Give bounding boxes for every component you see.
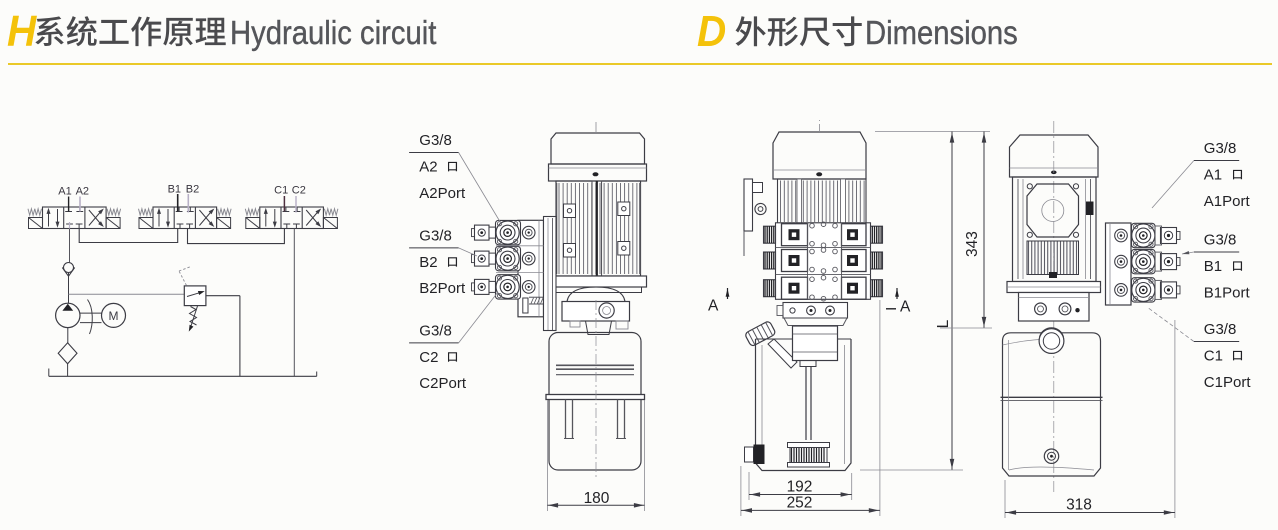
svg-text:B2: B2	[419, 254, 437, 271]
svg-text:C2: C2	[292, 185, 306, 197]
svg-text:192: 192	[787, 479, 813, 496]
svg-text:G3/8: G3/8	[1204, 321, 1237, 338]
svg-text:B2Port: B2Port	[419, 280, 466, 297]
svg-text:C1: C1	[274, 185, 288, 197]
svg-text:A1: A1	[1204, 166, 1222, 183]
svg-text:G3/8: G3/8	[419, 323, 452, 340]
svg-text:318: 318	[1066, 497, 1092, 514]
svg-text:A1: A1	[58, 186, 71, 198]
svg-text:252: 252	[787, 495, 813, 512]
svg-text:C2Port: C2Port	[419, 375, 467, 392]
svg-text:A2Port: A2Port	[419, 185, 466, 202]
svg-text:L: L	[935, 319, 952, 328]
svg-text:180: 180	[584, 490, 610, 507]
svg-text:G3/8: G3/8	[1204, 140, 1237, 157]
svg-text:G3/8: G3/8	[419, 228, 452, 245]
svg-text:C1Port: C1Port	[1204, 374, 1252, 391]
svg-text:A: A	[708, 298, 719, 315]
svg-text:A2: A2	[76, 186, 89, 198]
svg-text:A: A	[900, 299, 911, 316]
svg-text:G3/8: G3/8	[419, 132, 452, 149]
svg-text:M: M	[109, 309, 119, 323]
svg-text:C2: C2	[419, 349, 438, 366]
svg-text:G3/8: G3/8	[1204, 232, 1237, 249]
svg-text:B1Port: B1Port	[1204, 284, 1251, 301]
svg-text:C1: C1	[1204, 347, 1223, 364]
svg-text:A2: A2	[419, 158, 437, 175]
svg-text:A1Port: A1Port	[1204, 193, 1251, 210]
svg-text:B2: B2	[186, 184, 199, 196]
svg-text:343: 343	[964, 231, 981, 257]
svg-text:B1: B1	[168, 184, 181, 196]
svg-text:B1: B1	[1204, 258, 1222, 275]
